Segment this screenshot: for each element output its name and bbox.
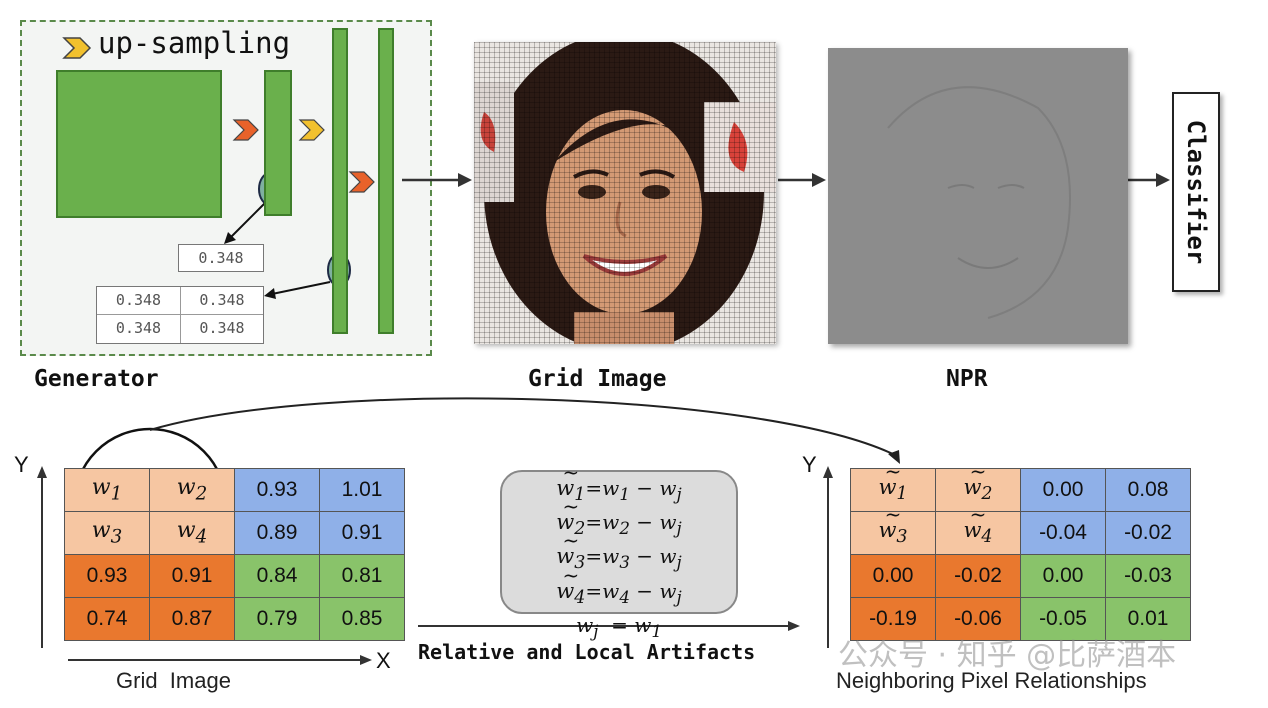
left-x-axis-label: X — [376, 648, 391, 673]
npr-label: NPR — [946, 366, 988, 392]
grid-value-1: 0.348 — [97, 287, 181, 315]
formula-line: w2=w2 − wj — [502, 493, 736, 543]
feature-column-2 — [332, 28, 348, 334]
formula-box: w1=w1 − wj w2=w2 − wj w3=w3 − wj w4=w4 −… — [500, 459, 738, 641]
face-illustration — [474, 42, 776, 344]
left-table-caption: Grid Image — [116, 668, 231, 693]
middle-caption: Relative and Local Artifacts — [418, 640, 756, 664]
table-row: w3 w4 -0.04 -0.02 — [850, 502, 1191, 555]
table-cell: 0.93 — [64, 554, 150, 598]
table-cell: -0.04 — [1020, 511, 1106, 555]
classifier-box: Classifier — [1172, 92, 1220, 292]
table-row: 0.93 0.91 0.84 0.81 — [64, 554, 405, 598]
right-grid-table: w1 w2 0.00 0.08 w3 w4 -0.04 -0.02 0.00 -… — [850, 459, 1191, 641]
w1-cell: w1 — [91, 475, 123, 505]
table-cell: 0.81 — [319, 554, 405, 598]
upsampled-value: 0.348 — [178, 244, 264, 272]
table-cell: 0.89 — [234, 511, 320, 555]
formula-line: w4=w4 − wj — [502, 561, 736, 612]
grid-value-2: 0.348 — [181, 287, 263, 315]
table-row: 0.00 -0.02 0.00 -0.03 — [850, 554, 1191, 598]
table-cell: -0.05 — [1020, 597, 1106, 641]
table-cell: 0.93 — [234, 468, 320, 512]
table-cell: -0.06 — [935, 597, 1021, 641]
w2-cell: w2 — [176, 475, 208, 505]
table-cell: 0.00 — [1020, 554, 1106, 598]
table-row: 0.74 0.87 0.79 0.85 — [64, 597, 405, 641]
w2-tilde-cell: w2 — [963, 459, 992, 504]
table-cell: 0.01 — [1105, 597, 1191, 641]
arrow-head-3 — [1156, 173, 1170, 187]
w3-tilde-cell: w3 — [878, 502, 907, 547]
table-cell: 0.91 — [319, 511, 405, 555]
table-row: w3 w4 0.89 0.91 — [64, 511, 405, 555]
upsampled-grid: 0.348 0.348 0.348 0.348 — [96, 286, 264, 344]
table-cell: 1.01 — [319, 468, 405, 512]
left-y-axis-label: Y — [14, 452, 29, 477]
arrow-head-1 — [458, 173, 472, 187]
orange-chevron-icon-1 — [232, 119, 259, 141]
table-cell: 0.08 — [1105, 468, 1191, 512]
table-cell: -0.03 — [1105, 554, 1191, 598]
table-cell: -0.02 — [935, 554, 1021, 598]
right-table-caption: Neighboring Pixel Relationships — [836, 668, 1147, 693]
w4-cell: w4 — [176, 518, 208, 548]
curved-arrow — [149, 397, 896, 456]
table-row: -0.19 -0.06 -0.05 0.01 — [850, 597, 1191, 641]
w3-cell: w3 — [91, 518, 123, 548]
table-cell: 0.84 — [234, 554, 320, 598]
feature-block-large — [56, 70, 222, 218]
yellow-chevron-icon — [298, 119, 325, 141]
npr-image — [828, 48, 1128, 344]
grid-value-3: 0.348 — [97, 315, 181, 343]
table-cell: 0.85 — [319, 597, 405, 641]
table-cell: 0.79 — [234, 597, 320, 641]
formula-line: w3=w3 − wj — [502, 527, 736, 577]
feature-column-1 — [264, 70, 292, 216]
formula-line: wj = w1 — [576, 612, 662, 641]
table-cell: -0.19 — [850, 597, 936, 641]
npr-outline — [887, 86, 1071, 319]
up-sampling-chevron-icon — [62, 37, 92, 59]
table-row: w1 w2 0.00 0.08 — [850, 459, 1191, 512]
classifier-label: Classifier — [1182, 119, 1210, 265]
grid-image-label: Grid Image — [528, 366, 667, 392]
table-cell: 0.87 — [149, 597, 235, 641]
left-grid-table: w1 w2 0.93 1.01 w3 w4 0.89 0.91 0.93 0.9… — [64, 468, 405, 641]
orange-chevron-icon-2 — [348, 171, 375, 193]
table-row: w1 w2 0.93 1.01 — [64, 468, 405, 512]
grid-value-4: 0.348 — [181, 315, 263, 343]
arrow-head-2 — [812, 173, 826, 187]
table-cell: 0.91 — [149, 554, 235, 598]
table-cell: 0.00 — [850, 554, 936, 598]
watermark: 公众号 · 知乎 @比萨酒本 — [838, 638, 1177, 673]
w4-tilde-cell: w4 — [963, 502, 992, 547]
right-y-axis-label: Y — [802, 452, 817, 477]
table-cell: 0.00 — [1020, 468, 1106, 512]
grid-image — [474, 42, 776, 344]
table-cell: -0.02 — [1105, 511, 1191, 555]
w1-tilde-cell: w1 — [878, 459, 907, 504]
generator-label: Generator — [34, 366, 159, 392]
formula-line: w1=w1 − wj — [502, 459, 736, 509]
table-cell: 0.74 — [64, 597, 150, 641]
up-sampling-legend: up-sampling — [98, 26, 291, 60]
feature-column-3 — [378, 28, 394, 334]
